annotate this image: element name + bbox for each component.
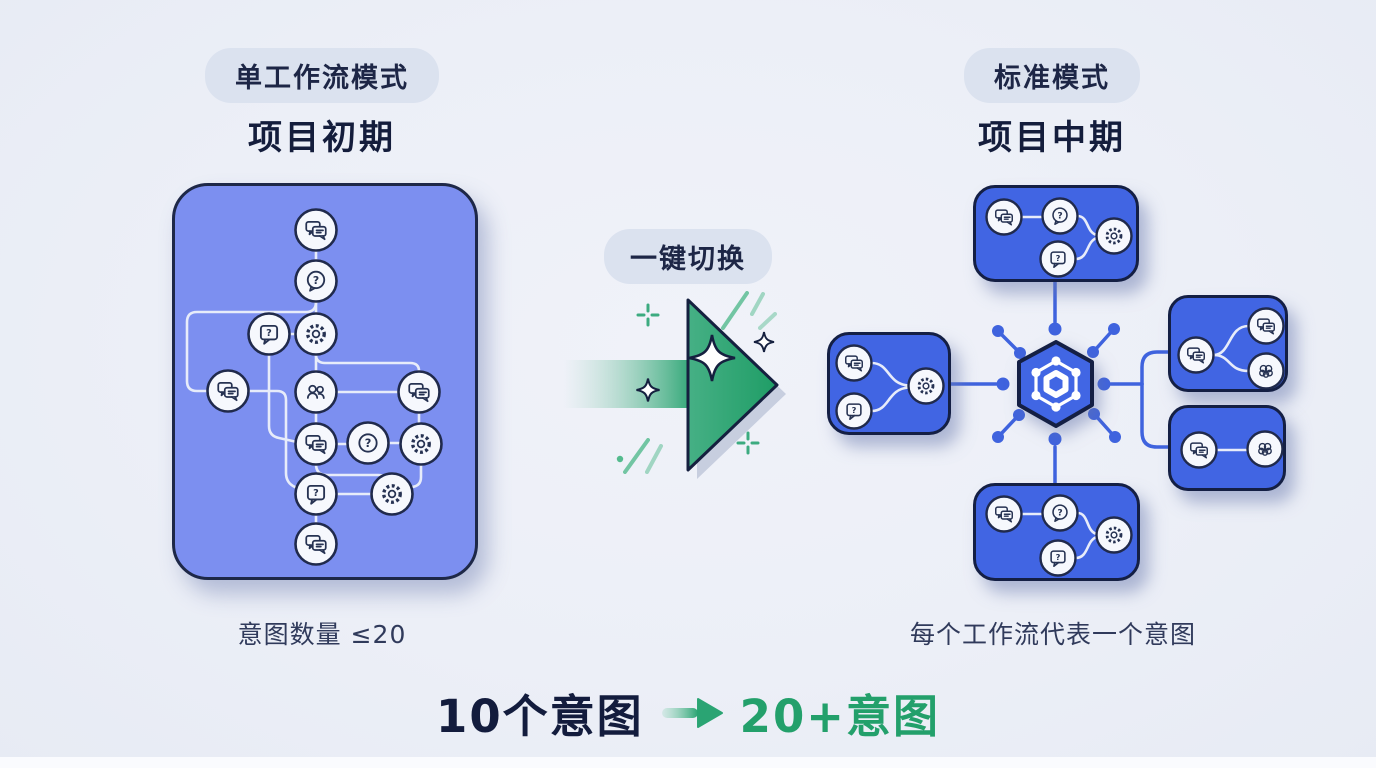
workflow-nodes bbox=[1177, 307, 1285, 389]
mode-pill-single-workflow: 单工作流模式 bbox=[205, 48, 439, 103]
standard-workflow-box-top bbox=[973, 185, 1139, 282]
workflow-diagram bbox=[1177, 307, 1285, 389]
caption-workflow-intent: 每个工作流代表一个意图 bbox=[909, 620, 1197, 649]
workflow-diagram bbox=[1180, 430, 1283, 469]
workflow-node bbox=[1095, 516, 1133, 554]
plus-sparkle bbox=[636, 303, 660, 327]
bottom-strip bbox=[0, 757, 1376, 768]
star-sparkle-small bbox=[753, 331, 775, 353]
workflow-node bbox=[985, 495, 1023, 533]
single-workflow-nodes bbox=[206, 208, 443, 566]
phase-title-early: 项目初期 bbox=[248, 118, 396, 158]
workflow-node bbox=[294, 312, 338, 356]
workflow-node bbox=[985, 198, 1023, 236]
workflow-node bbox=[294, 522, 338, 566]
plus-sparkle bbox=[736, 431, 760, 455]
workflow-node bbox=[1177, 336, 1215, 374]
workflow-diagram bbox=[985, 494, 1133, 577]
workflow-node bbox=[346, 421, 390, 465]
headline-before: 10个意图 bbox=[436, 690, 644, 743]
hub-connectors bbox=[949, 279, 1170, 485]
mode-pill-single-workflow-label: 单工作流模式 bbox=[235, 63, 409, 94]
connector-dots bbox=[992, 322, 1121, 446]
workflow-node bbox=[1247, 307, 1285, 345]
workflow-diagram bbox=[985, 197, 1133, 278]
workflow-node bbox=[907, 367, 945, 405]
workflow-node bbox=[294, 472, 338, 516]
speed-lines bbox=[623, 291, 777, 474]
switch-pill-label: 一键切换 bbox=[630, 244, 746, 275]
standard-workflow-box-bottom bbox=[973, 483, 1140, 581]
single-workflow-edges bbox=[185, 248, 423, 526]
headline-after: 20+意图 bbox=[739, 690, 940, 743]
headline-arrow-icon bbox=[661, 697, 723, 728]
transition-arrow bbox=[563, 291, 786, 479]
switch-pill: 一键切换 bbox=[604, 229, 772, 284]
molecule-icon bbox=[1031, 356, 1081, 412]
star-sparkle-big bbox=[688, 334, 736, 382]
workflow-node bbox=[1041, 197, 1079, 235]
hub-hexagon bbox=[1017, 340, 1094, 428]
workflow-node bbox=[1041, 494, 1079, 532]
single-workflow-diagram bbox=[185, 208, 443, 566]
workflow-node bbox=[397, 370, 441, 414]
arrow-tail bbox=[563, 360, 688, 408]
workflow-node bbox=[1247, 352, 1285, 389]
workflow-node bbox=[1039, 539, 1077, 577]
headline: 10个意图 20+意图 bbox=[436, 680, 940, 745]
workflow-node bbox=[835, 392, 873, 430]
workflow-node bbox=[835, 344, 873, 382]
workflow-nodes bbox=[1180, 430, 1283, 469]
connector-lines bbox=[949, 279, 1170, 485]
workflow-node bbox=[206, 369, 250, 413]
workflow-nodes bbox=[835, 344, 945, 430]
standard-workflow-box-right-top bbox=[1168, 295, 1288, 392]
workflow-node bbox=[294, 208, 338, 252]
mode-pill-standard: 标准模式 bbox=[964, 48, 1140, 103]
workflow-node bbox=[1095, 217, 1133, 255]
sparkle-dot bbox=[616, 455, 624, 463]
workflow-node bbox=[370, 472, 414, 516]
workflow-nodes bbox=[985, 197, 1133, 278]
star-sparkle-small bbox=[636, 378, 660, 402]
mode-pill-standard-label: 标准模式 bbox=[994, 63, 1110, 94]
workflow-diagram bbox=[835, 344, 945, 430]
workflow-node bbox=[1180, 431, 1218, 469]
workflow-node bbox=[294, 259, 338, 303]
workflow-node bbox=[247, 312, 291, 356]
standard-workflow-box-right-bottom bbox=[1168, 405, 1286, 491]
workflow-node bbox=[294, 422, 338, 466]
caption-intent-count: 意图数量 ≤20 bbox=[237, 620, 407, 649]
workflow-node bbox=[399, 422, 443, 466]
workflow-node bbox=[294, 370, 338, 414]
workflow-node bbox=[1246, 430, 1283, 468]
phase-title-mid: 项目中期 bbox=[978, 118, 1126, 158]
single-workflow-box bbox=[172, 183, 478, 580]
standard-workflow-box-left bbox=[827, 332, 951, 435]
workflow-node bbox=[1039, 240, 1077, 278]
workflow-nodes bbox=[985, 494, 1133, 577]
